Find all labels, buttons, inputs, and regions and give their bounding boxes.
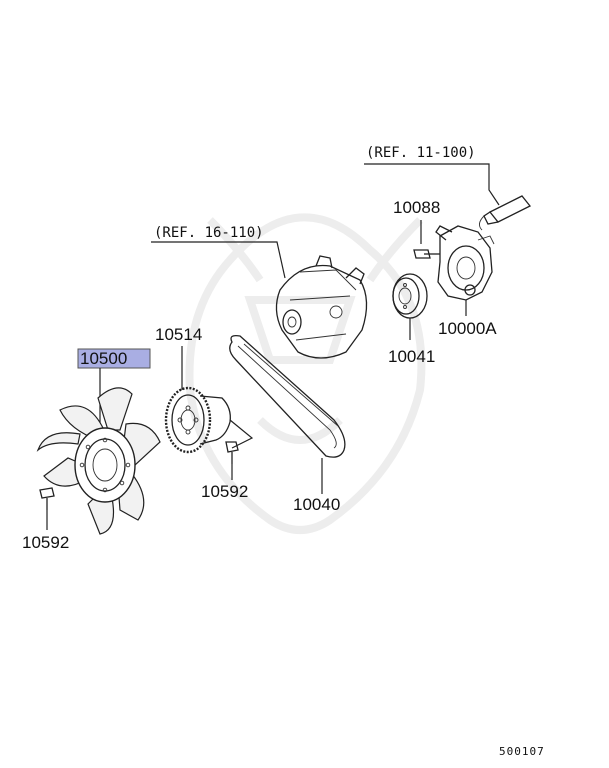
fan-clutch: 10514 10592 [155,325,254,501]
label-10000A: 10000A [438,319,497,338]
ref-11-100-group: (REF. 11-100) [364,145,532,231]
bolt-10592-upper [225,441,239,464]
power-steering-pump: 10088 10000A [393,198,497,338]
highlight-10500 [77,348,151,369]
label-10500: 10500 [80,349,127,368]
label-10088: 10088 [393,198,440,217]
label-10040: 10040 [293,495,340,514]
alternator: (REF. 16-110) [151,225,368,359]
bolt-10592-lower: 10592 [22,487,69,552]
pump-body [435,225,495,301]
watermark-emblem [185,213,426,534]
leader-bolt-upper [229,419,254,449]
ref-16-110-label: (REF. 16-110) [154,225,264,241]
ref-16-110-leader [151,241,286,279]
label-10041: 10041 [388,347,435,366]
bolt-10088 [413,249,440,259]
diagram-code: 500107 [499,745,545,758]
ref-11-100-label: (REF. 11-100) [366,145,476,161]
grease-tube [479,195,532,231]
label-10592-upper: 10592 [201,482,248,501]
label-10592-lower: 10592 [22,533,69,552]
drive-belt: 10040 [229,334,346,514]
fan-10500: 10500 [36,348,161,535]
label-10514: 10514 [155,325,202,344]
ref-11-100-leader [364,163,500,206]
pulley-10041: 10041 [388,273,435,366]
